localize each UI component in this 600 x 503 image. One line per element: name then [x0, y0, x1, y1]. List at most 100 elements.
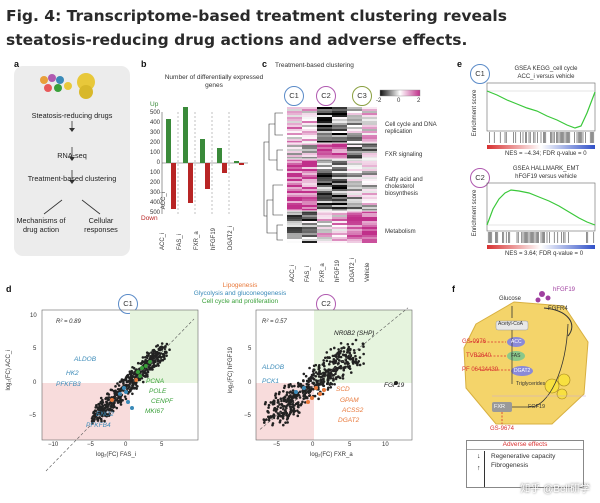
data-point — [164, 344, 167, 348]
data-point — [319, 378, 323, 382]
heatmap-col-vehicle: Vehicle — [365, 262, 371, 282]
heatmap-cell — [302, 125, 317, 127]
data-point — [105, 414, 108, 417]
heatmap-cell — [332, 237, 347, 239]
data-point — [329, 381, 332, 385]
heatmap-cell — [362, 161, 377, 163]
heatmap-cell — [317, 235, 332, 237]
heatmap-cell — [347, 201, 362, 203]
heatmap-cell — [317, 159, 332, 161]
heatmap-cell — [287, 215, 302, 217]
data-point — [310, 387, 314, 391]
data-point — [352, 349, 356, 352]
data-point — [322, 361, 326, 365]
data-point — [98, 410, 102, 414]
panel-b-label: b — [141, 59, 147, 69]
heatmap-cell — [287, 165, 302, 167]
heatmap-cell — [347, 127, 362, 129]
data-point — [296, 405, 300, 408]
heatmap-cell — [317, 179, 332, 181]
heatmap-cell — [317, 121, 332, 123]
data-point — [334, 359, 338, 363]
data-point — [322, 377, 325, 381]
heatmap-cell — [302, 221, 317, 223]
heatmap-cell — [302, 151, 317, 153]
heatmap-cell — [332, 149, 347, 151]
heatmap-cell — [332, 201, 347, 203]
heatmap-cell — [302, 219, 317, 221]
heatmap-cell — [362, 229, 377, 231]
data-point — [292, 409, 296, 412]
heatmap-cell — [332, 241, 347, 243]
heatmap-cell — [287, 129, 302, 131]
data-point — [137, 378, 140, 382]
heatmap-cell — [287, 131, 302, 133]
data-point — [308, 386, 311, 389]
heatmap-cell — [317, 203, 332, 205]
heatmap-cell — [287, 177, 302, 179]
heatmap-cell — [317, 213, 332, 215]
heatmap-cell — [362, 163, 377, 165]
heatmap-cell — [347, 123, 362, 125]
heatmap-cell — [347, 235, 362, 237]
data-point — [334, 372, 337, 376]
data-point — [299, 403, 303, 407]
heatmap-cell — [302, 205, 317, 207]
heatmap-cell — [347, 189, 362, 191]
heatmap-cell — [317, 195, 332, 197]
data-point — [329, 375, 332, 379]
scatter1-plot — [41, 309, 199, 472]
heatmap-cell — [362, 169, 377, 171]
data-point — [341, 377, 345, 380]
data-point — [314, 374, 318, 378]
data-point — [279, 397, 283, 401]
heatmap-cell — [347, 109, 362, 111]
data-point — [92, 414, 95, 418]
heatmap-cell — [302, 159, 317, 161]
data-point — [262, 421, 266, 424]
data-point — [328, 360, 332, 363]
heatmap-cell — [362, 119, 377, 121]
data-point — [101, 404, 105, 408]
data-point — [124, 383, 128, 387]
scatter1-xtick-0: 0 — [124, 442, 128, 448]
heatmap-cell — [317, 211, 332, 213]
heatmap-cell — [362, 171, 377, 173]
gsea-c1-badge: C1 — [470, 64, 490, 84]
data-point — [149, 355, 152, 358]
heatmap-cell — [287, 119, 302, 121]
data-point — [168, 348, 171, 352]
xlabel-fasi: FAS_i — [177, 233, 183, 250]
heatmap-cell — [362, 151, 377, 153]
data-point — [115, 406, 119, 410]
data-point — [157, 353, 161, 356]
gene-aldob: ALDOB — [74, 356, 97, 363]
data-point — [362, 345, 365, 348]
data-point — [344, 358, 348, 361]
xlabel-fxra: FXR_a — [194, 231, 200, 250]
data-point — [99, 396, 103, 400]
data-point — [159, 359, 162, 363]
heatmap-cell — [332, 107, 347, 109]
heatmap-cell — [287, 193, 302, 195]
data-point — [287, 413, 291, 417]
scatter1-xtick-neg5: −5 — [87, 442, 94, 448]
data-point — [145, 359, 148, 362]
heatmap-cell — [317, 239, 332, 241]
heatmap-cell — [302, 169, 317, 171]
heatmap-cell — [347, 239, 362, 241]
fxr-box — [492, 402, 512, 412]
heatmap-cell — [362, 225, 377, 227]
heatmap-cell — [287, 173, 302, 175]
colorbar-max: 2 — [417, 98, 421, 104]
data-point — [136, 361, 140, 365]
heatmap-cell — [287, 225, 302, 227]
heatmap-cell — [347, 213, 362, 215]
heatmap-cell — [347, 205, 362, 207]
heatmap-cell — [347, 219, 362, 221]
scatter1-r2: R² = 0.89 — [56, 319, 81, 325]
data-point — [293, 404, 296, 407]
data-point — [92, 418, 96, 421]
panel-f-label: f — [452, 284, 455, 294]
data-point — [354, 354, 357, 358]
